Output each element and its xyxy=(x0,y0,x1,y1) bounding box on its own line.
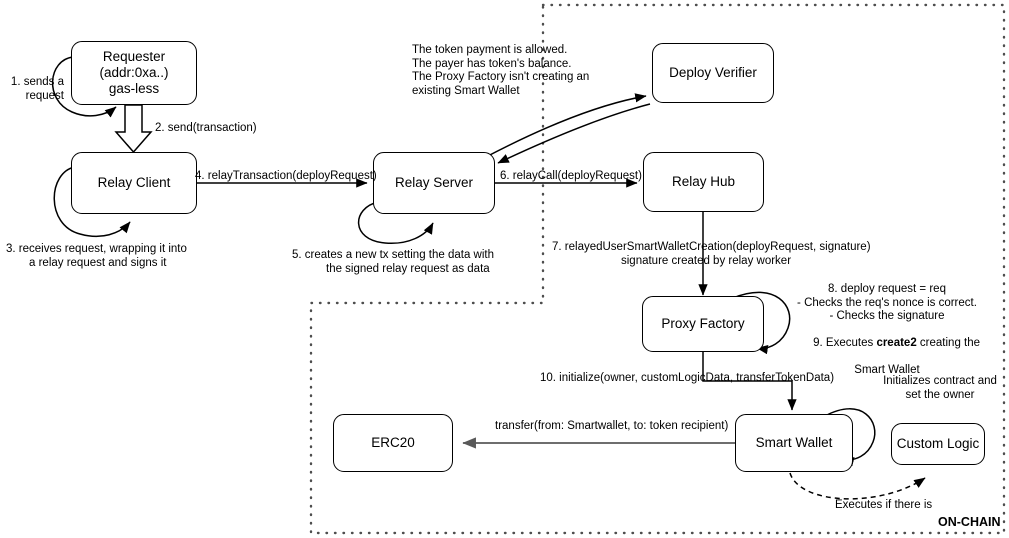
note-proxy-factory-line1: 8. deploy request = req xyxy=(828,283,946,295)
edge-relay-server-self-loop xyxy=(357,201,434,244)
edge-deploy-verifier-to-relay-server xyxy=(497,103,651,164)
node-requester[interactable]: Requester (addr:0xa..) gas-less xyxy=(71,41,197,105)
edge-requester-to-relay-client xyxy=(114,104,153,154)
node-deploy-verifier[interactable]: Deploy Verifier xyxy=(652,43,774,103)
note-proxy-factory-create2: create2 xyxy=(876,337,917,349)
edge-relay-server-to-deploy-verifier xyxy=(483,93,647,159)
node-requester-label: Requester xyxy=(102,49,166,64)
note-deploy-verifier-line1: The token payment is allowed. xyxy=(412,44,568,56)
node-custom-logic-label: Custom Logic xyxy=(896,436,980,451)
node-erc20[interactable]: ERC20 xyxy=(333,414,453,472)
note-proxy-factory-line4: 9. Executes create2 creating the xyxy=(787,324,987,365)
note-proxy-factory-line4-pre: 9. Executes xyxy=(813,337,877,349)
node-relay-hub[interactable]: Relay Hub xyxy=(643,152,764,212)
node-erc20-label: ERC20 xyxy=(371,435,415,450)
note-deploy-verifier: The token payment is allowed. The payer … xyxy=(412,44,589,98)
edge-label-step6: 6. relayCall(deployRequest) xyxy=(500,170,642,182)
node-requester-gasless: gas-less xyxy=(108,81,160,96)
note-proxy-factory-line5: Smart Wallet xyxy=(854,364,920,376)
note-proxy-factory-line4-post: creating the xyxy=(916,337,981,349)
edge-label-step3-line1: 3. receives request, wrapping it into xyxy=(6,243,187,255)
edge-relay-client-self-loop xyxy=(53,166,131,238)
node-proxy-factory-label: Proxy Factory xyxy=(661,316,745,331)
edge-label-step1-line1: 1. sends a xyxy=(10,76,64,88)
note-deploy-verifier-line3: The Proxy Factory isn't creating an xyxy=(412,71,590,83)
edge-smart-wallet-to-custom-logic xyxy=(789,472,926,500)
edge-label-transfer: transfer(from: Smartwallet, to: token re… xyxy=(495,420,729,432)
node-relay-client[interactable]: Relay Client xyxy=(71,152,197,214)
edge-label-step3-line2: a relay request and signs it xyxy=(29,257,167,269)
node-relay-server-label: Relay Server xyxy=(394,175,474,190)
edge-label-step5-line2: the signed relay request as data xyxy=(326,263,490,275)
edge-smart-wallet-self-loop xyxy=(824,408,876,467)
node-custom-logic[interactable]: Custom Logic xyxy=(891,423,985,465)
note-deploy-verifier-line2: The payer has token's balance. xyxy=(412,57,572,70)
node-smart-wallet-label: Smart Wallet xyxy=(755,435,833,450)
edge-label-step10: 10. initialize(owner, customLogicData, t… xyxy=(540,372,835,384)
on-chain-label: ON-CHAIN xyxy=(938,515,1001,529)
note-proxy-factory-line3: - Checks the signature xyxy=(829,310,945,322)
on-chain-boundary xyxy=(309,3,1006,535)
node-smart-wallet[interactable]: Smart Wallet xyxy=(735,414,853,472)
node-relay-client-label: Relay Client xyxy=(97,175,171,190)
note-smart-wallet-line1: Initializes contract and xyxy=(883,375,997,387)
edge-proxy-factory-self-loop xyxy=(732,291,791,355)
edge-proxy-factory-to-smart-wallet xyxy=(702,351,797,411)
edge-label-step2: 2. send(transaction) xyxy=(155,122,257,134)
node-proxy-factory[interactable]: Proxy Factory xyxy=(642,296,764,352)
note-proxy-factory: 8. deploy request = req - Checks the req… xyxy=(787,283,987,378)
edge-label-step1-line2: request xyxy=(25,90,64,102)
note-smart-wallet: Initializes contract and set the owner xyxy=(876,375,1004,402)
edge-label-executes-if-there-is: Executes if there is xyxy=(835,499,933,511)
node-requester-address: (addr:0xa..) xyxy=(99,65,169,80)
edge-label-step7-line1: 7. relayedUserSmartWalletCreation(deploy… xyxy=(552,241,871,253)
note-proxy-factory-line2: - Checks the req's nonce is correct. xyxy=(797,296,977,309)
edge-requester-self-loop xyxy=(51,56,117,118)
edge-label-step7-line2: signature created by relay worker xyxy=(621,255,792,267)
edge-label-step5-line1: 5. creates a new tx setting the data wit… xyxy=(292,249,495,261)
node-deploy-verifier-label: Deploy Verifier xyxy=(669,65,757,80)
edge-label-step4: 4. relayTransaction(deployRequest) xyxy=(195,170,377,182)
node-relay-hub-label: Relay Hub xyxy=(671,174,736,189)
note-smart-wallet-line2: set the owner xyxy=(905,388,975,401)
note-deploy-verifier-line4: existing Smart Wallet xyxy=(412,84,520,97)
node-relay-server[interactable]: Relay Server xyxy=(373,152,495,214)
